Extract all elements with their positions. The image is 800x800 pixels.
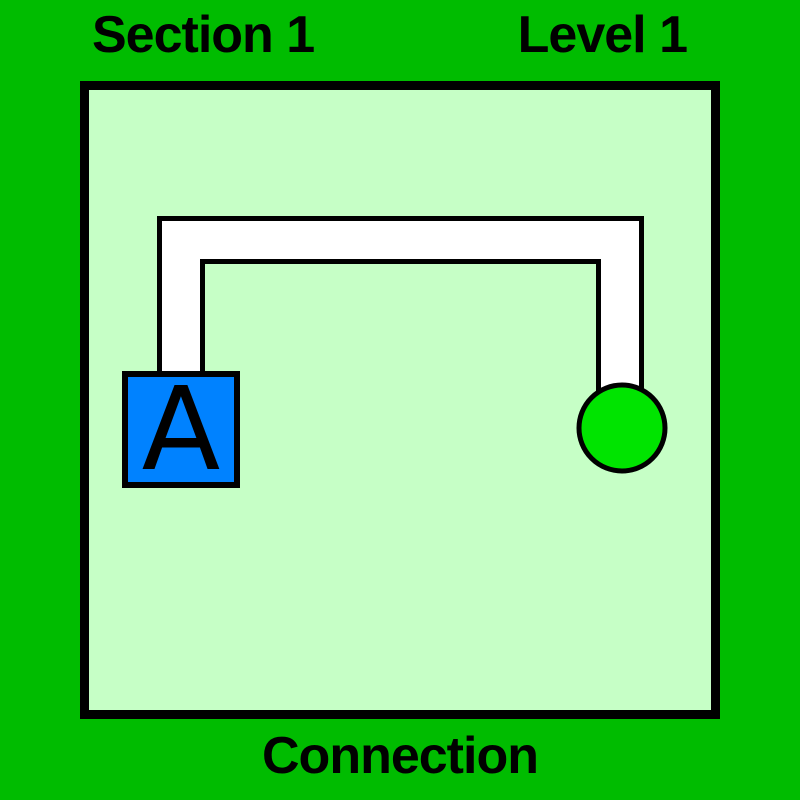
connection-label: Connection xyxy=(262,727,539,785)
node-a-label: A xyxy=(142,363,221,497)
pipe-body xyxy=(162,221,639,392)
node-a-square[interactable] xyxy=(122,371,240,488)
section-label: Section 1 xyxy=(92,6,315,64)
connection-pipe[interactable] xyxy=(157,216,644,392)
pipe-outline xyxy=(157,216,644,392)
level-label: Level 1 xyxy=(517,6,688,64)
endpoint-circle[interactable] xyxy=(576,382,668,474)
